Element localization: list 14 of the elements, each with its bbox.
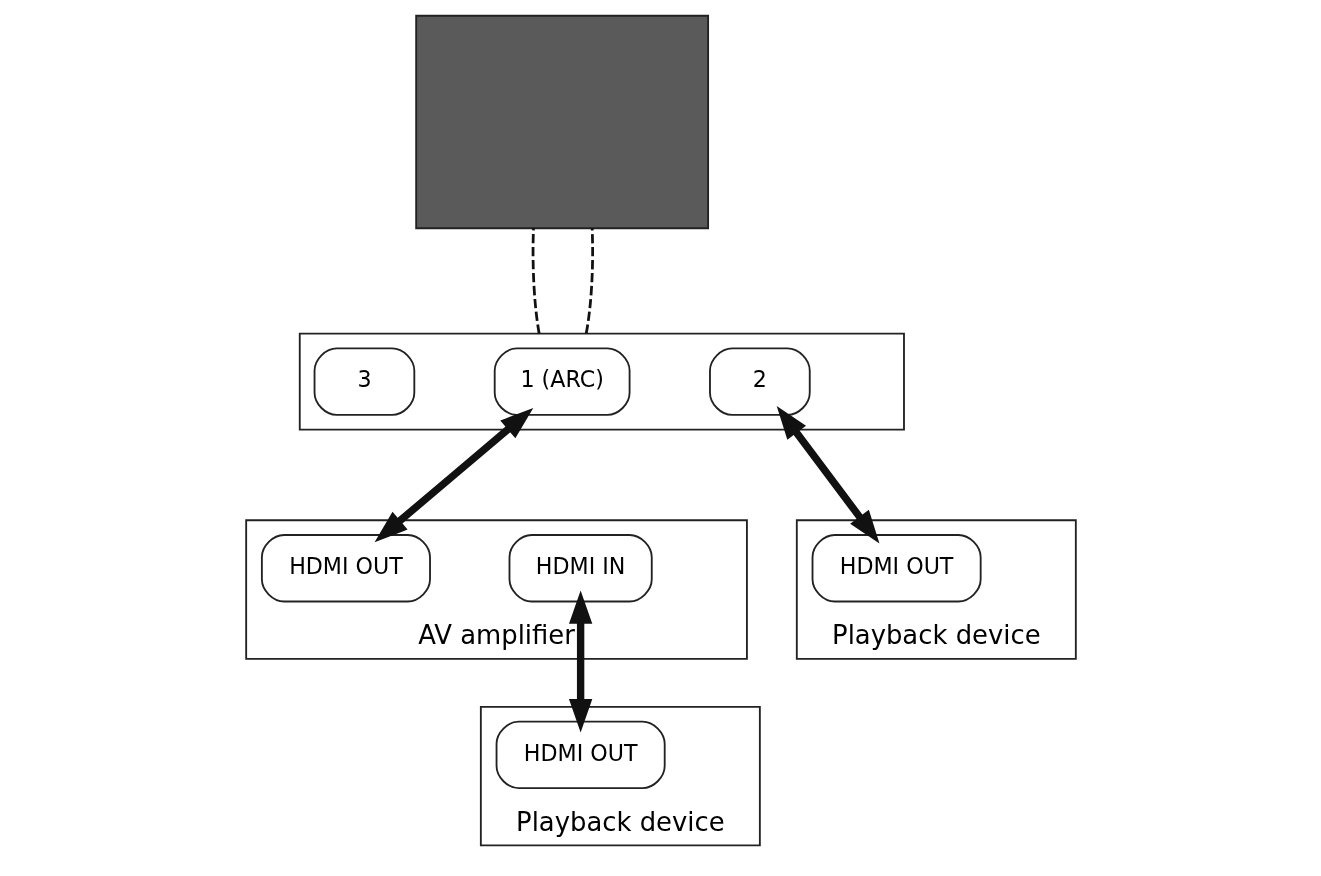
node-box: HDMI OUT <box>811 534 982 603</box>
node-box <box>414 14 709 230</box>
arrow <box>568 590 592 733</box>
node-box: 2 <box>708 347 811 416</box>
node-box: HDMI IN <box>508 534 653 603</box>
node-box: 3 <box>313 347 415 416</box>
connector <box>531 228 540 334</box>
node-box: HDMI OUT <box>260 534 431 603</box>
arrow <box>374 407 533 543</box>
connector <box>584 228 594 334</box>
arrow <box>776 406 879 544</box>
node-box: HDMI OUT <box>495 720 666 790</box>
node-box: 1 (ARC) <box>493 347 630 416</box>
cluster <box>298 332 905 431</box>
